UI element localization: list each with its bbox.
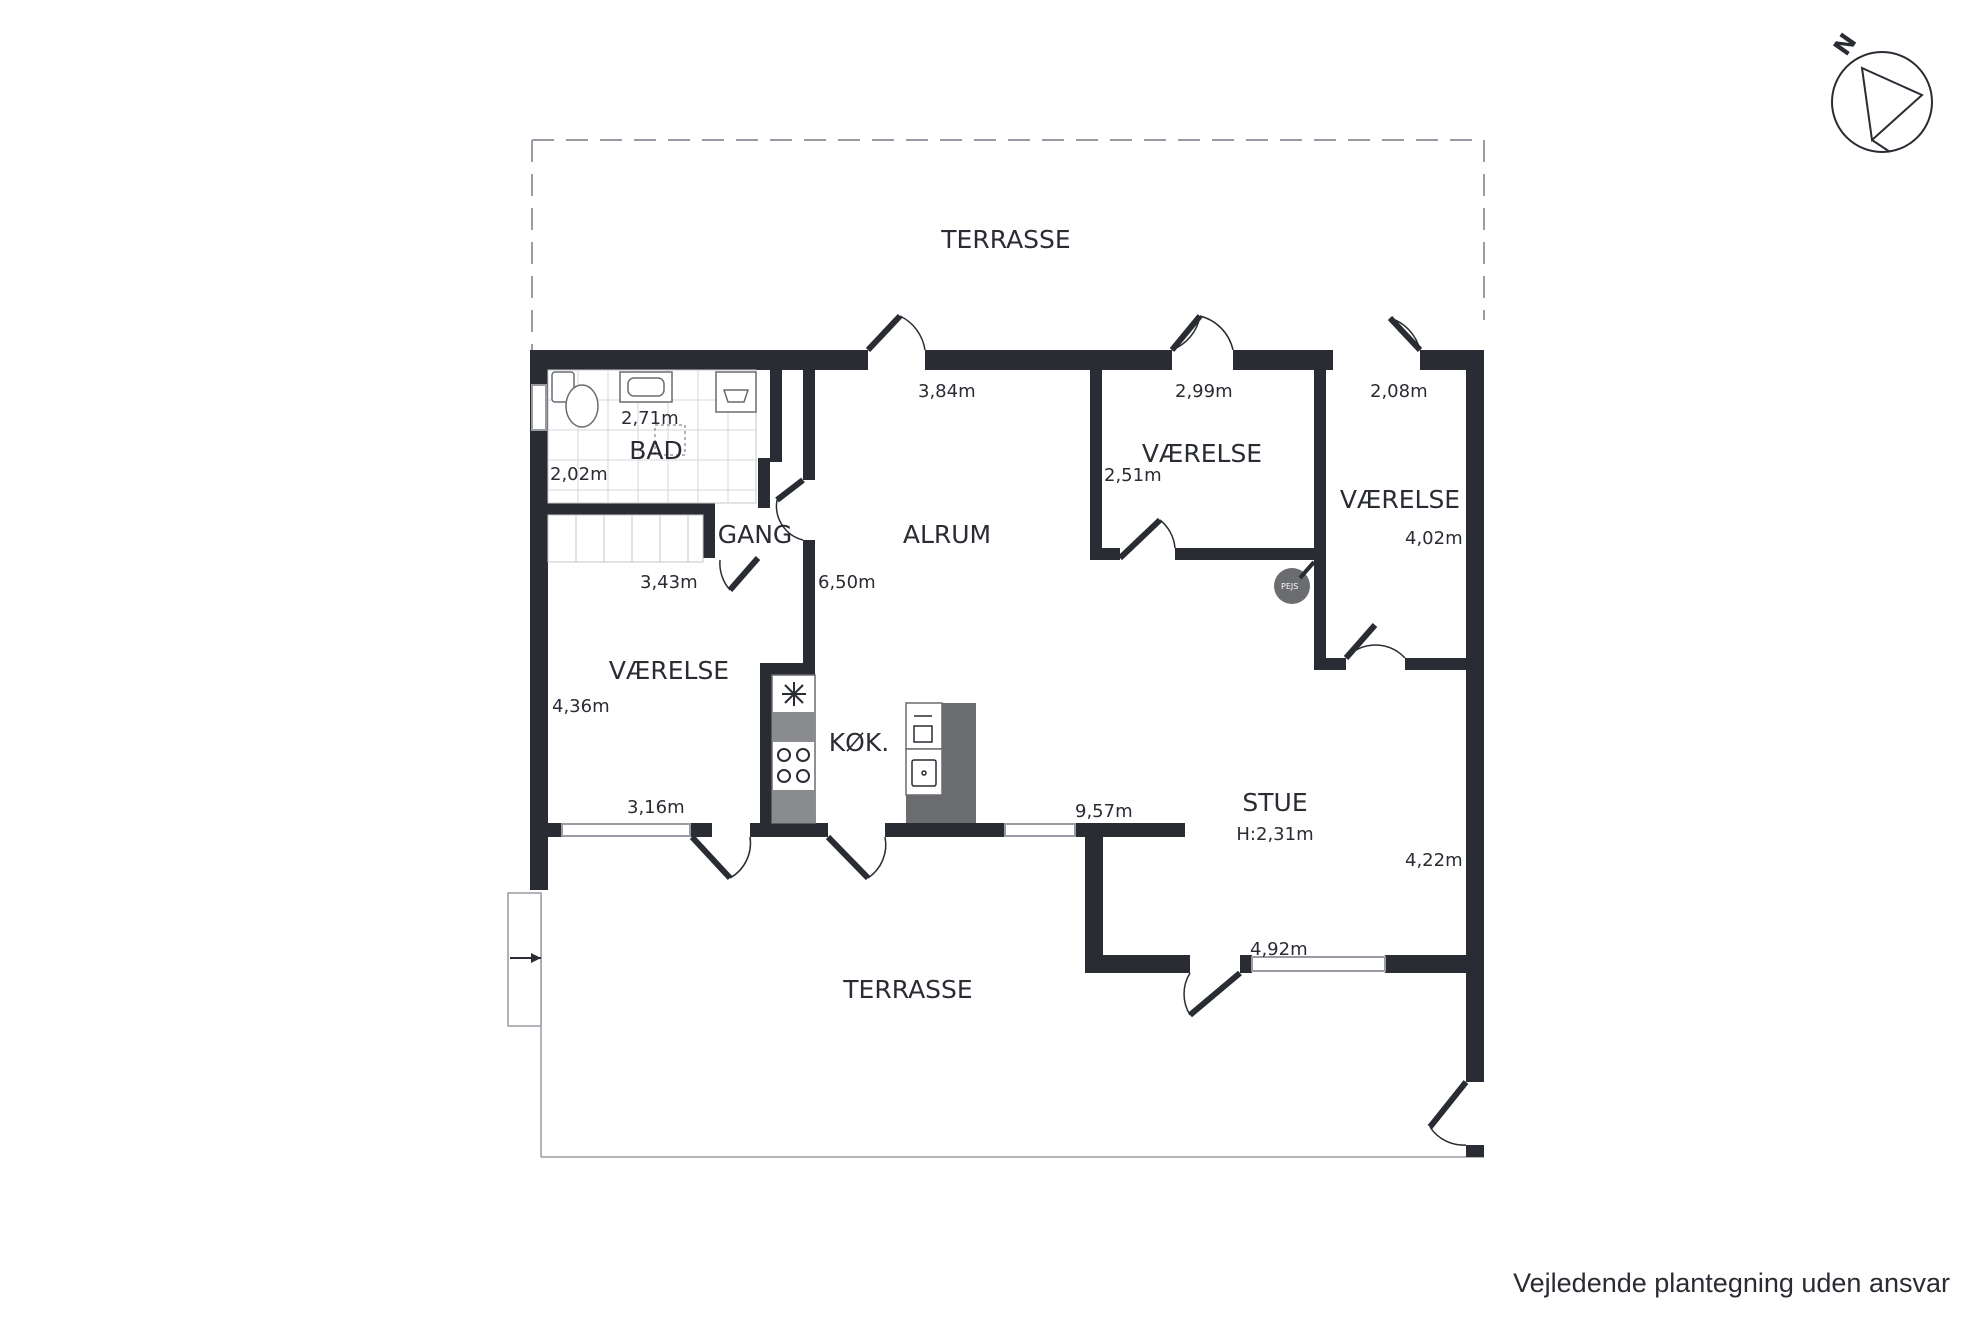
dim-living-bottom: 4,92m xyxy=(1250,939,1308,960)
disclaimer-text: Vejledende plantegning uden ansvar xyxy=(1513,1268,1950,1298)
room-label-bath: BAD xyxy=(629,436,683,465)
room-label-bedroom-3: VÆRELSE xyxy=(1340,485,1460,514)
room-labels: TERRASSE BAD GANG ALRUM VÆRELSE VÆRELSE … xyxy=(609,225,1460,1004)
dim-family-room-width: 3,84m xyxy=(918,381,976,402)
stairs-icon xyxy=(547,514,704,563)
washing-machine-icon xyxy=(715,371,757,413)
island-sink-icon xyxy=(911,759,937,787)
fireplace-label: PEJS xyxy=(1281,582,1298,591)
dim-bedroom-2-width: 2,99m xyxy=(1175,381,1233,402)
dim-bedroom-3-depth: 4,02m xyxy=(1405,528,1463,549)
dim-bath-width: 2,71m xyxy=(621,408,679,429)
room-label-terrace-bottom: TERRASSE xyxy=(842,975,972,1004)
toilet-icon xyxy=(551,371,599,428)
kitchen-island xyxy=(905,702,976,823)
sink-icon xyxy=(619,371,673,403)
dim-bedroom-1-width: 3,16m xyxy=(627,797,685,818)
room-label-family-room: ALRUM xyxy=(903,520,991,549)
dim-living-depth: 4,22m xyxy=(1405,850,1463,871)
door-swings xyxy=(689,313,1469,1146)
dim-bath-depth: 2,02m xyxy=(550,464,608,485)
dim-living-width: 9,57m xyxy=(1075,801,1133,822)
compass-north-label: N xyxy=(1828,28,1862,61)
terrace-bottom-outline xyxy=(507,892,1484,1158)
dishwasher-icon xyxy=(913,715,933,743)
fireplace-icon: PEJS xyxy=(1274,560,1316,604)
kitchen-counter xyxy=(771,674,816,824)
dim-hall-width: 3,43m xyxy=(640,572,698,593)
bath-fixtures xyxy=(547,369,757,504)
walls xyxy=(530,350,1484,1157)
dim-bedroom-3-width: 2,08m xyxy=(1370,381,1428,402)
dim-bedroom-1-depth: 4,36m xyxy=(552,696,610,717)
dimension-labels: 2,71m 2,02m 3,84m 6,50m 2,99m 2,51m 2,08… xyxy=(550,381,1463,960)
living-height-label: H:2,31m xyxy=(1236,824,1313,845)
room-label-hall: GANG xyxy=(718,520,793,549)
terrace-top-outline xyxy=(531,139,1485,350)
dim-bedroom-2-depth: 2,51m xyxy=(1104,465,1162,486)
room-label-bedroom-1: VÆRELSE xyxy=(609,656,729,685)
north-compass-icon: N xyxy=(1828,28,1933,153)
room-label-living: STUE xyxy=(1242,788,1307,817)
windows xyxy=(531,384,1386,972)
dim-family-room-depth: 6,50m xyxy=(818,572,876,593)
room-label-bedroom-2: VÆRELSE xyxy=(1142,439,1262,468)
freezer-icon xyxy=(782,682,806,706)
room-label-kitchen: KØK. xyxy=(829,728,889,757)
room-label-terrace-top: TERRASSE xyxy=(940,225,1070,254)
stove-icon xyxy=(777,748,810,783)
